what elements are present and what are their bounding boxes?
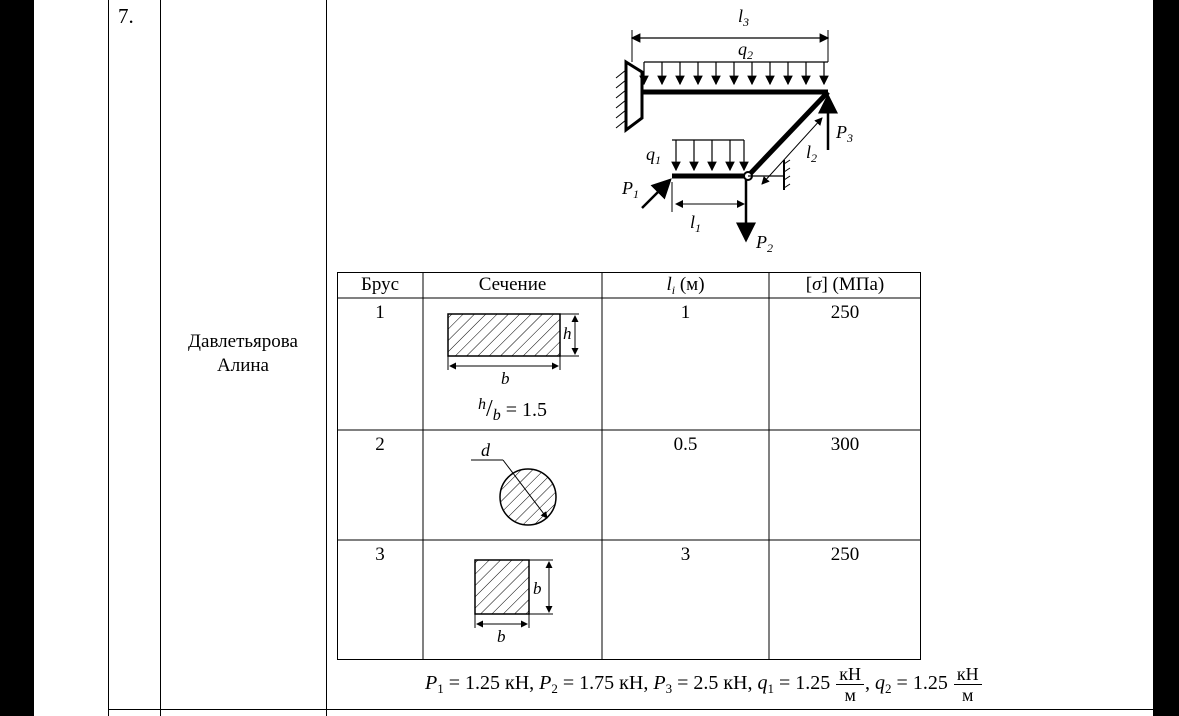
bars-table: Брус Сечение li (м) [σ] (МПа) 1 1 250 h: [337, 272, 921, 660]
student-surname: Давлетьярова: [188, 331, 298, 352]
structural-scheme: l3 q2: [615, 6, 853, 255]
header-stress: [σ] (МПа): [805, 274, 885, 295]
row2-stress: 300: [830, 434, 860, 455]
row2-bar: 2: [375, 434, 385, 455]
table-border-col1: [160, 0, 161, 716]
label-l2: l2: [806, 142, 817, 165]
row1-stress: 250: [830, 302, 860, 323]
q1-load-arrows: [671, 140, 749, 172]
row1-length: 1: [680, 302, 691, 323]
dim-b-side-label: b: [533, 579, 542, 598]
q2-load-arrows: [639, 62, 829, 86]
fixed-support: [624, 59, 644, 133]
section-rectangle: h b: [447, 313, 579, 388]
label-l3: l3: [738, 6, 749, 29]
label-l1: l1: [690, 212, 701, 235]
force-p1: [641, 178, 672, 209]
dim-d-label: d: [481, 440, 491, 460]
row3-stress: 250: [830, 544, 860, 565]
student-name: Давлетьярова Алина: [160, 330, 326, 378]
table-row-divider: [108, 709, 1154, 710]
section-circle: d: [471, 440, 557, 526]
table-border-col2: [326, 0, 327, 716]
right-margin: [1153, 0, 1179, 716]
label-q1: q1: [646, 144, 661, 167]
row1-bar: 1: [375, 302, 385, 323]
dim-b-bottom-label: b: [497, 627, 506, 646]
dim-l2-line: [761, 117, 823, 185]
header-section: Сечение: [478, 274, 547, 295]
label-p2: P2: [755, 232, 773, 255]
section-square: b b: [474, 559, 553, 646]
label-q2: q2: [738, 39, 753, 62]
bars-table-grid: [337, 272, 921, 660]
dim-h-label: h: [563, 324, 572, 343]
label-p3: P3: [835, 122, 853, 145]
left-margin: [0, 0, 34, 716]
row-number: 7.: [118, 4, 134, 28]
ratio-note: h/b = 1.5: [478, 396, 547, 424]
label-p1: P1: [621, 178, 639, 201]
table-border-left: [108, 0, 109, 716]
row3-bar: 3: [375, 544, 385, 565]
dim-b-label: b: [501, 369, 510, 388]
loads-formula: P1 = 1.25 кН, P2 = 1.75 кН, P3 = 2.5 кН,…: [425, 664, 983, 705]
row2-length: 0.5: [673, 434, 698, 455]
header-length: li (м): [666, 274, 705, 297]
support-hatch: [615, 69, 627, 129]
header-bar: Брус: [360, 274, 400, 295]
student-firstname: Алина: [217, 355, 269, 376]
row3-length: 3: [680, 544, 691, 565]
